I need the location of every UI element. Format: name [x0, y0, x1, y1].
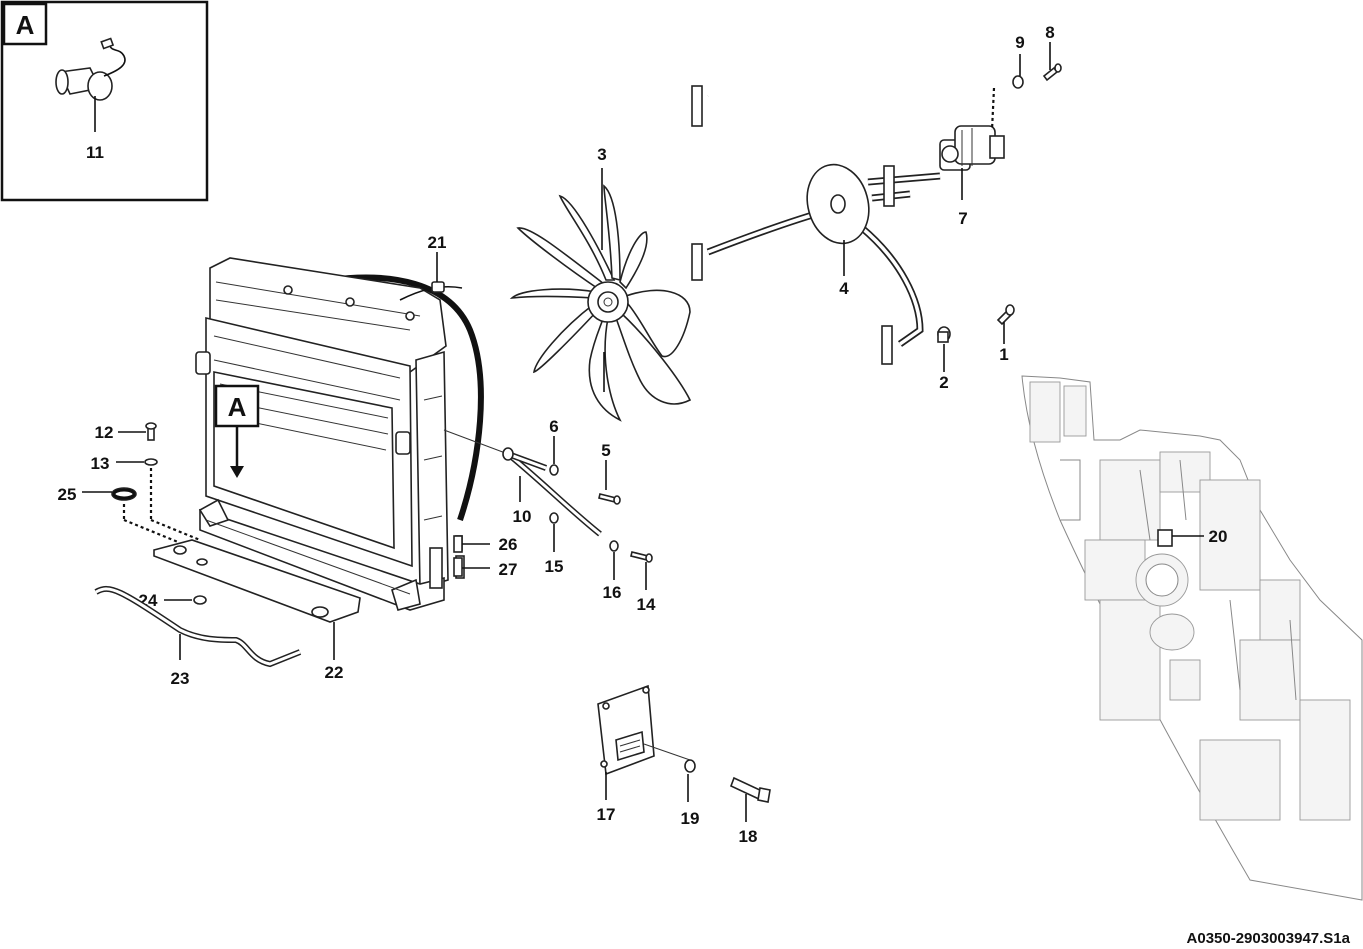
cooling-fan	[509, 184, 692, 422]
nut-24	[193, 595, 207, 605]
callout-13: 13	[91, 454, 110, 473]
seal-strip-23	[94, 586, 302, 668]
bolt-5	[598, 493, 621, 505]
radiator-marker-letter: A	[228, 392, 247, 422]
control-unit-17	[597, 684, 655, 776]
callout-18: 18	[739, 827, 758, 846]
callout-2: 2	[939, 373, 948, 392]
washer-15	[549, 512, 559, 524]
washer-9	[1012, 75, 1024, 89]
detail-box-a: A 11	[0, 0, 209, 202]
bolt-14	[630, 551, 653, 563]
callout-26: 26	[499, 535, 518, 554]
callout-17: 17	[597, 805, 616, 824]
bolt-12	[145, 422, 157, 441]
callout-10: 10	[513, 507, 532, 526]
callout-27: 27	[499, 560, 518, 579]
bottom-plate-22	[153, 539, 361, 623]
bolt-26	[453, 535, 463, 553]
stay-rod-10	[443, 429, 602, 537]
callout-6: 6	[549, 417, 558, 436]
engine-block-outline	[1021, 375, 1363, 901]
callout-5: 5	[601, 441, 610, 460]
callout-16: 16	[603, 583, 622, 602]
washer-13	[144, 458, 158, 466]
callout-20: 20	[1209, 527, 1228, 546]
callout-14: 14	[637, 595, 656, 614]
callout-19: 19	[681, 809, 700, 828]
fan-motor	[939, 125, 1005, 171]
callout-9: 9	[1015, 33, 1024, 52]
callout-7: 7	[958, 209, 967, 228]
sensor-20-shape	[1157, 529, 1173, 547]
washer-19	[684, 759, 696, 773]
bolt-8	[1042, 63, 1062, 82]
radiator-marker-a: A	[214, 384, 260, 478]
callout-4: 4	[839, 279, 849, 298]
sensor-21	[399, 281, 463, 301]
callout-11: 11	[86, 143, 104, 162]
screw-1	[996, 304, 1015, 326]
grommet-25	[111, 487, 137, 501]
callout-22: 22	[325, 663, 344, 682]
sensor-icon	[55, 37, 126, 101]
callout-23: 23	[171, 669, 190, 688]
bolt-18	[729, 776, 771, 803]
washer-6	[549, 464, 559, 476]
detail-box-letter: A	[16, 10, 35, 40]
callout-1: 1	[999, 345, 1008, 364]
callout-15: 15	[545, 557, 564, 576]
fan-bracket	[691, 85, 941, 365]
callout-8: 8	[1045, 23, 1054, 42]
callout-3: 3	[597, 145, 606, 164]
washer-16	[609, 540, 619, 552]
sleeve-27	[453, 557, 463, 577]
reference-code: A0350-2903003947.S1a	[1187, 930, 1351, 947]
callout-21: 21	[428, 233, 447, 252]
callout-12: 12	[95, 423, 114, 442]
callout-25: 25	[58, 485, 77, 504]
